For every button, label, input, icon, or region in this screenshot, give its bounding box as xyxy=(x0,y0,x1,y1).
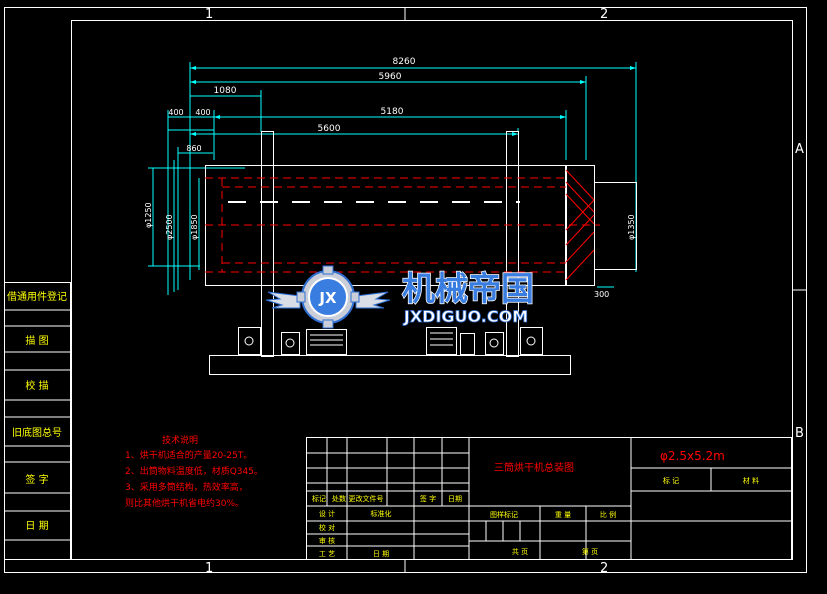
base-frame xyxy=(209,355,571,375)
side-label-1: 描 图 xyxy=(25,334,48,347)
dim-8260: 8260 xyxy=(393,57,416,67)
zone-top-2: 2 xyxy=(600,7,608,22)
tb-sheet-0: 共 页 xyxy=(512,547,528,556)
dim-400-b: 400 xyxy=(195,108,210,117)
dim-5960: 5960 xyxy=(379,72,402,82)
note-line-4: 则比其他烘干机省电约30%。 xyxy=(125,497,244,509)
side-label-3: 旧底图总号 xyxy=(12,426,62,439)
watermark-name: 机械帝国 xyxy=(402,269,534,308)
tb-header-4: 日期 xyxy=(448,495,462,503)
tb-stage-1: 重 量 xyxy=(555,511,571,519)
note-line-2: 2、出筒物料温度低，材质Q345。 xyxy=(125,465,263,477)
dim-860: 860 xyxy=(186,144,201,153)
tb-header-1: 处数 xyxy=(332,494,346,503)
dim-dia-1850: φ1850 xyxy=(190,214,199,240)
tb-header-2: 更改文件号 xyxy=(349,494,384,503)
dim-300: 300 xyxy=(594,290,609,299)
tb-mid-label-0: 标准化 xyxy=(371,509,392,518)
side-label-4: 签 字 xyxy=(25,473,48,486)
wings-icon xyxy=(265,291,391,309)
watermark-url: JXDIGUO.COM xyxy=(403,307,528,326)
title-block-lines xyxy=(306,437,792,560)
dimension-lines xyxy=(148,62,637,295)
discharge-hatch xyxy=(565,169,595,281)
dim-1080: 1080 xyxy=(214,86,237,96)
side-label-table xyxy=(4,282,71,560)
tb-header-0: 标记 xyxy=(312,494,326,503)
note-line-1: 1、烘干机适合的产量20-25T。 xyxy=(125,449,252,461)
watermark-badge: JX xyxy=(318,289,337,307)
notes-title: 技术说明 xyxy=(162,434,198,446)
dim-5180: 5180 xyxy=(381,107,404,117)
drawing-name: 三筒烘干机总装图 xyxy=(494,461,574,474)
drum-hidden-lines xyxy=(205,177,600,273)
tb-row-label-1: 校 对 xyxy=(319,523,335,532)
tb-stage-2: 比 例 xyxy=(600,510,616,519)
zone-bottom-2: 2 xyxy=(600,561,608,576)
tb-header-3: 签 字 xyxy=(420,494,436,503)
side-label-5: 日 期 xyxy=(25,520,48,532)
tb-row-label-2: 审 核 xyxy=(319,536,335,545)
dimension-arrows xyxy=(190,66,636,136)
dim-dia-1250: φ1250 xyxy=(144,202,153,228)
tb-weight-label: 材 料 xyxy=(743,476,759,485)
side-label-0: 借通用件登记 xyxy=(7,290,67,303)
side-label-2: 校 描 xyxy=(25,379,48,392)
gear-icon xyxy=(296,265,360,329)
zone-right-a: A xyxy=(795,142,804,157)
zone-top-1: 1 xyxy=(205,7,213,22)
drive-units xyxy=(238,327,543,355)
spec: φ2.5x5.2m xyxy=(660,449,725,463)
dim-400-a: 400 xyxy=(168,108,183,117)
tb-mid-label-1: 日 期 xyxy=(373,550,389,558)
watermark: JX 机械帝国 JXDIGUO.COM xyxy=(265,265,535,329)
zone-bottom-1: 1 xyxy=(205,561,213,576)
tb-row-label-3: 工 艺 xyxy=(319,550,335,558)
tb-material-label: 标 记 xyxy=(663,476,679,485)
tb-sheet-1: 第 页 xyxy=(582,547,598,556)
dim-5600: 5600 xyxy=(318,124,341,134)
tb-stage-0: 图样标记 xyxy=(490,510,518,519)
dim-dia-1350: φ1350 xyxy=(627,214,636,240)
dim-dia-2500: φ2500 xyxy=(165,214,174,240)
note-line-3: 3、采用多筒结构，热效率高， xyxy=(125,481,248,493)
tb-row-label-0: 设 计 xyxy=(319,509,335,518)
zone-right-b: B xyxy=(795,426,804,441)
